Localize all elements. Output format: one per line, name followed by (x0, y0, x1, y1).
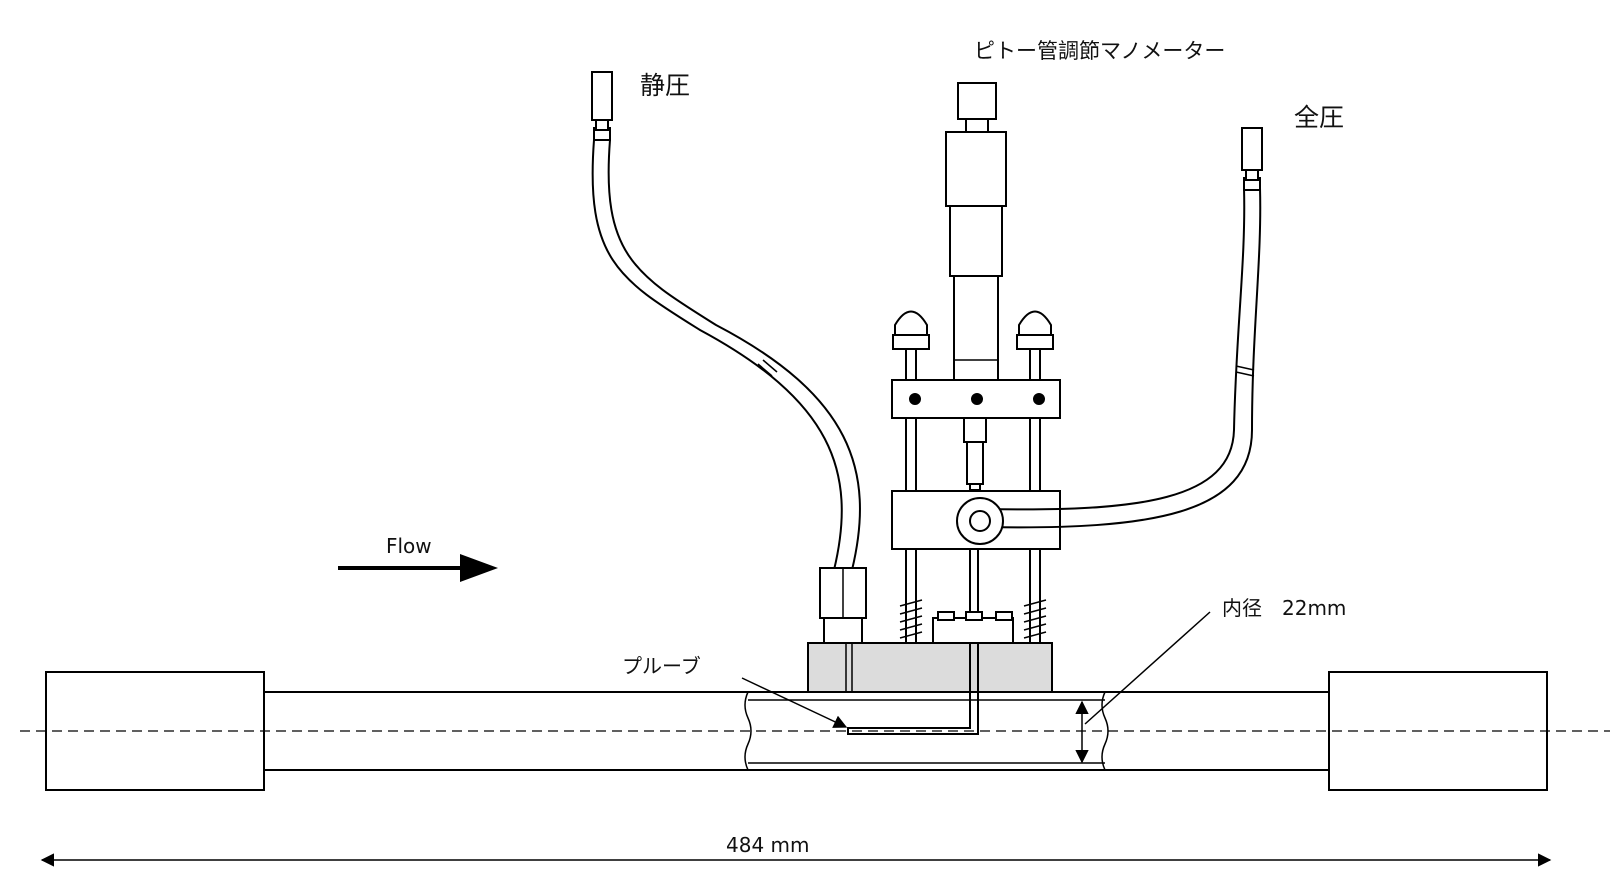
inner-diameter-label: 内径 22mm (1222, 596, 1346, 620)
overall-length-label: 484 mm (726, 833, 810, 857)
right-acorn-nut (1016, 310, 1054, 350)
micrometer-spindle (963, 417, 987, 491)
micrometer-head (945, 82, 1007, 381)
probe-leader-line (741, 677, 848, 728)
probe-label: プルーブ (622, 654, 701, 678)
flow-arrow (338, 554, 498, 582)
probe-clamp (932, 611, 1014, 644)
pipe (20, 671, 1610, 791)
pitot-probe (847, 643, 979, 735)
left-acorn-nut (892, 310, 930, 350)
probe-stem (969, 549, 979, 612)
total-pressure-tube (984, 127, 1263, 529)
total-pressure-label: 全圧 (1294, 103, 1344, 132)
tube-fitting-elbow (956, 497, 1004, 545)
pipe-cutaway (744, 691, 752, 771)
manometer-label: ピトー管調節マノメーター (974, 39, 1225, 63)
flow-label: Flow (386, 534, 432, 558)
static-pressure-label: 静圧 (640, 71, 690, 100)
static-pressure-fitting (819, 567, 867, 644)
mounting-base-block (807, 642, 1053, 693)
inner-diameter-dimension (1075, 611, 1211, 764)
static-pressure-tube (591, 71, 861, 571)
